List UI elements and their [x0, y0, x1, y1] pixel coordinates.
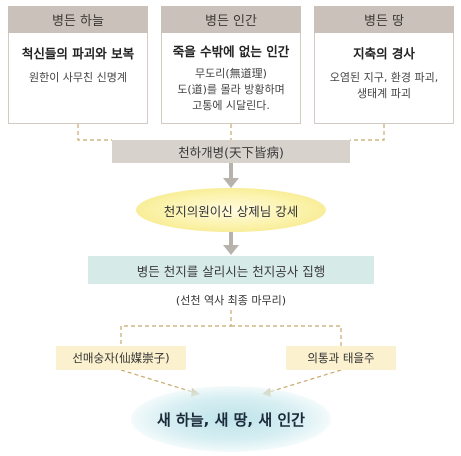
column-sick-earth: 병든 땅 지축의 경사 오염된 지구, 환경 파괴, 생태계 파괴 [314, 6, 454, 124]
sub-line: 오염된 지구, 환경 파괴, [329, 71, 439, 84]
dashed-split-right [231, 325, 342, 346]
column-sub-text: 오염된 지구, 환경 파괴, 생태계 파괴 [315, 70, 453, 102]
band-all-under-heaven-sick: 천하개병(天下皆病) [112, 140, 350, 163]
column-main-text: 죽을 수밖에 없는 인간 [172, 44, 290, 59]
sub-line: 생태계 파괴 [356, 87, 412, 100]
sub-line: 고통에 시달린다. [192, 99, 270, 112]
column-body: 지축의 경사 오염된 지구, 환경 파괴, 생태계 파괴 [314, 33, 454, 124]
column-header: 병든 인간 [161, 6, 301, 33]
dashed-connector-left [77, 124, 112, 141]
final-new-heaven-earth-human: 새 하늘, 새 땅, 새 인간 [131, 386, 331, 452]
column-main-text: 척신들의 파괴와 보복 [21, 46, 135, 61]
final-history-note: (선천 역사 최종 마무리) [175, 294, 287, 307]
column-body: 죽을 수밖에 없는 인간 무도리(無道理) 도(道)를 몰라 방황하며 고통에 … [161, 33, 301, 124]
dashed-connector-right [350, 124, 385, 141]
column-body: 척신들의 파괴와 보복 원한이 사무친 신명계 [8, 33, 148, 124]
dashed-split-left [120, 310, 232, 346]
column-header: 병든 하늘 [8, 6, 148, 33]
side-box-seonmae-sungja: 선매숭자(仙媒崇子) [56, 346, 186, 370]
column-sick-heaven: 병든 하늘 척신들의 파괴와 보복 원한이 사무친 신명계 [8, 6, 148, 124]
ellipse-sangjenim-descent: 천지의원이신 상제님 강세 [136, 188, 326, 232]
sub-line: 무도리(無道理) [195, 67, 267, 80]
band-cheonji-gongsa: 병든 천지를 살리시는 천지공사 집행 [88, 256, 374, 284]
column-header: 병든 땅 [314, 6, 454, 33]
arrow-down-icon [223, 178, 239, 188]
column-main-text: 지축의 경사 [353, 46, 415, 61]
sub-line: 원한이 사무친 신명계 [28, 71, 128, 84]
column-sick-human: 병든 인간 죽을 수밖에 없는 인간 무도리(無道理) 도(道)를 몰라 방황하… [161, 6, 301, 124]
column-sub-text: 무도리(無道理) 도(道)를 몰라 방황하며 고통에 시달린다. [162, 66, 300, 114]
column-sub-text: 원한이 사무친 신명계 [9, 70, 147, 86]
sub-line: 도(道)를 몰라 방황하며 [177, 83, 285, 96]
side-box-uitong-taeeulju: 의통과 태을주 [286, 346, 396, 370]
arrow-down-icon [223, 245, 239, 255]
